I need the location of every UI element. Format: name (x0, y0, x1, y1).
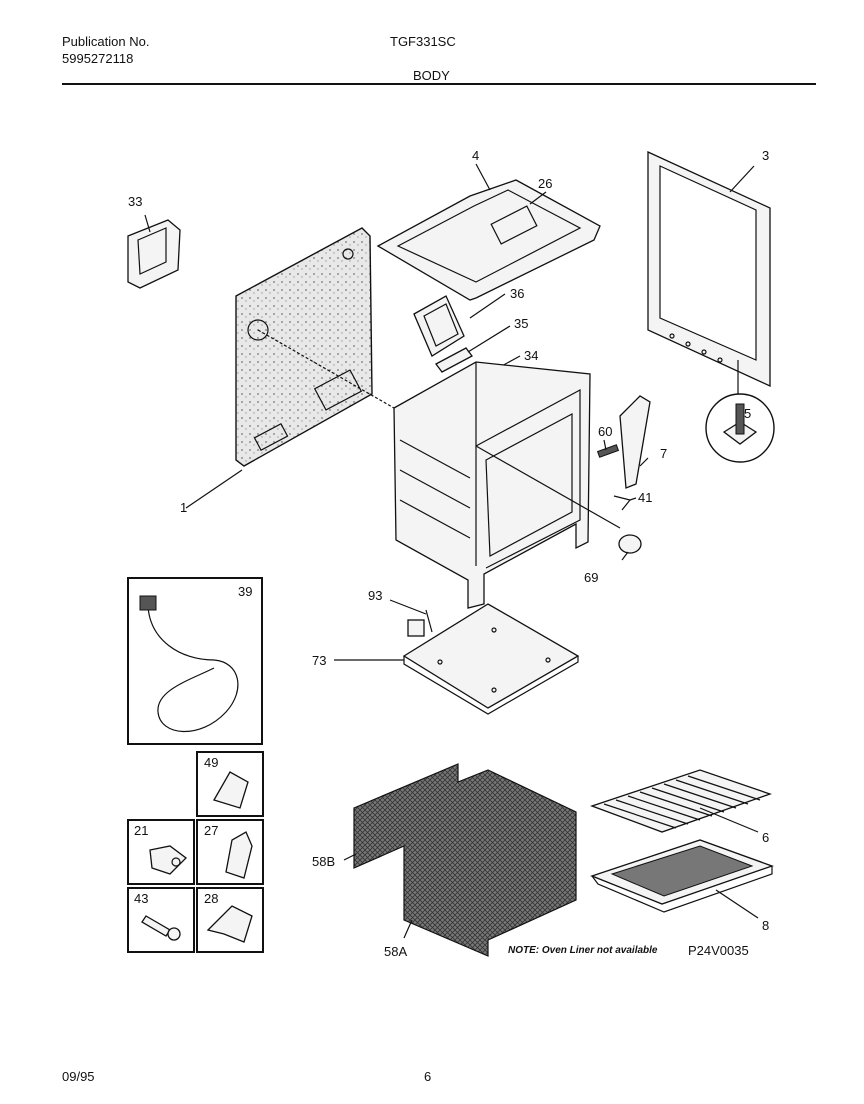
label-5: 5 (744, 406, 751, 421)
part-43-box (127, 887, 195, 953)
label-73: 73 (312, 653, 326, 668)
part-33-bracket (127, 214, 181, 289)
part-60-bracket (596, 439, 620, 458)
footer-page: 6 (424, 1069, 432, 1084)
part-36-baffle (413, 293, 506, 357)
oven-body-frame (393, 361, 621, 609)
part-1-back-panel (185, 227, 395, 509)
part-6-oven-rack (590, 769, 772, 833)
label-43: 43 (134, 891, 148, 906)
label-33: 33 (128, 194, 142, 209)
part-69-knob (618, 534, 642, 561)
label-69: 69 (584, 570, 598, 585)
part-5-leveling-leg (705, 360, 775, 463)
label-35: 35 (514, 316, 528, 331)
part-4-top-frame (376, 163, 601, 301)
header-rule (62, 83, 816, 85)
label-4: 4 (472, 148, 479, 163)
oven-liner-note: NOTE: Oven Liner not available (508, 945, 658, 956)
label-34: 34 (524, 348, 538, 363)
label-26: 26 (538, 176, 552, 191)
label-6: 6 (762, 830, 769, 845)
label-36: 36 (510, 286, 524, 301)
label-39: 39 (238, 584, 252, 599)
label-58a: 58A (384, 944, 407, 959)
label-49: 49 (204, 755, 218, 770)
part-73-bottom-plate (334, 603, 580, 715)
part-41-spring (613, 495, 637, 511)
label-3: 3 (762, 148, 769, 163)
model-number: TGF331SC (390, 34, 456, 49)
part-28-box (196, 887, 264, 953)
part-3-door-frame (647, 150, 771, 388)
publication-label: Publication No. (62, 34, 150, 49)
part-58-insulation (343, 763, 577, 957)
publication-number: 5995272118 (62, 51, 134, 66)
part-49-box (196, 751, 264, 817)
label-28: 28 (204, 891, 218, 906)
part-93-clip (389, 599, 433, 637)
part-39-power-cord-box (127, 577, 263, 745)
label-1: 1 (180, 500, 187, 515)
label-58b: 58B (312, 854, 335, 869)
part-8-broiler-pan (590, 839, 774, 919)
part-7-hinge (619, 395, 651, 489)
label-41: 41 (638, 490, 652, 505)
label-27: 27 (204, 823, 218, 838)
label-8: 8 (762, 918, 769, 933)
label-60: 60 (598, 424, 612, 439)
part-27-box (196, 819, 264, 885)
section-title: BODY (413, 68, 450, 83)
label-7: 7 (660, 446, 667, 461)
part-35-bracket (435, 325, 511, 373)
diagram-id: P24V0035 (688, 943, 749, 958)
label-93: 93 (368, 588, 382, 603)
label-21: 21 (134, 823, 148, 838)
footer-date: 09/95 (62, 1069, 95, 1084)
part-21-box (127, 819, 195, 885)
